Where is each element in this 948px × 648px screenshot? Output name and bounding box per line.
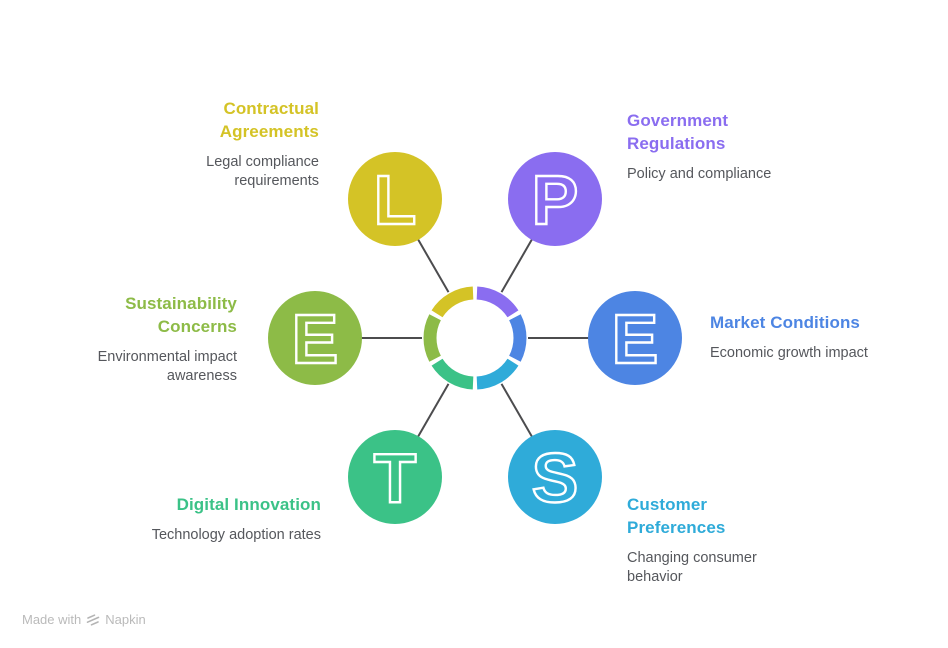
node-legal: L [348, 152, 442, 246]
node-letter-technological: T [374, 439, 417, 517]
label-title-social: Customer Preferences [627, 495, 726, 537]
node-letter-political: P [532, 161, 579, 239]
label-description-economic: Economic growth impact [710, 345, 868, 361]
label-economic: Market Conditions Economic growth impact [710, 311, 905, 363]
node-circle-technological [348, 430, 442, 524]
watermark-brand: Napkin [105, 612, 146, 627]
label-environmental: Sustainability Concerns Environmental im… [69, 292, 237, 386]
connector-line-legal [417, 238, 450, 293]
connector-lines [361, 238, 589, 438]
ring-segment-environmental [423, 314, 442, 362]
label-legal: Contractual Agreements Legal compliance … [159, 97, 319, 191]
ring-segment-legal [431, 286, 474, 318]
center-ring [423, 286, 527, 390]
label-description-political: Policy and compliance [627, 166, 772, 182]
napkin-logo-icon [86, 613, 100, 626]
ring-segment-social [476, 358, 519, 390]
node-social: S [508, 430, 602, 524]
watermark: Made with Napkin [22, 612, 146, 627]
node-circle-economic [588, 291, 682, 385]
label-title-legal: Contractual Agreements [219, 99, 319, 141]
connector-line-technological [417, 383, 450, 438]
label-description-environmental: Environmental impact awareness [97, 349, 237, 384]
label-political: Government Regulations Policy and compli… [627, 109, 797, 184]
label-description-legal: Legal compliance requirements [206, 154, 319, 189]
connector-line-social [500, 383, 533, 438]
label-title-economic: Market Conditions [710, 313, 860, 332]
connector-line-political [500, 238, 533, 293]
node-letter-economic: E [612, 300, 659, 378]
node-circle-political [508, 152, 602, 246]
label-description-technological: Technology adoption rates [151, 527, 321, 543]
node-economic: E [588, 291, 682, 385]
ring-segment-technological [431, 358, 474, 390]
label-technological: Digital Innovation Technology adoption r… [126, 493, 321, 545]
ring-segment-political [476, 286, 519, 318]
label-social: Customer Preferences Changing consumer b… [627, 493, 775, 587]
node-environmental: E [268, 291, 362, 385]
label-title-political: Government Regulations [627, 111, 729, 153]
node-letter-environmental: E [292, 300, 339, 378]
node-letter-legal: L [374, 161, 417, 239]
label-title-technological: Digital Innovation [176, 495, 321, 514]
ring-segment-economic [508, 314, 527, 362]
label-description-social: Changing consumer behavior [627, 550, 757, 585]
node-letter-social: S [532, 439, 579, 517]
watermark-text: Made with [22, 612, 82, 627]
label-title-environmental: Sustainability Concerns [125, 294, 237, 336]
node-technological: T [348, 430, 442, 524]
node-circle-social [508, 430, 602, 524]
node-political: P [508, 152, 602, 246]
node-circle-environmental [268, 291, 362, 385]
node-circle-legal [348, 152, 442, 246]
